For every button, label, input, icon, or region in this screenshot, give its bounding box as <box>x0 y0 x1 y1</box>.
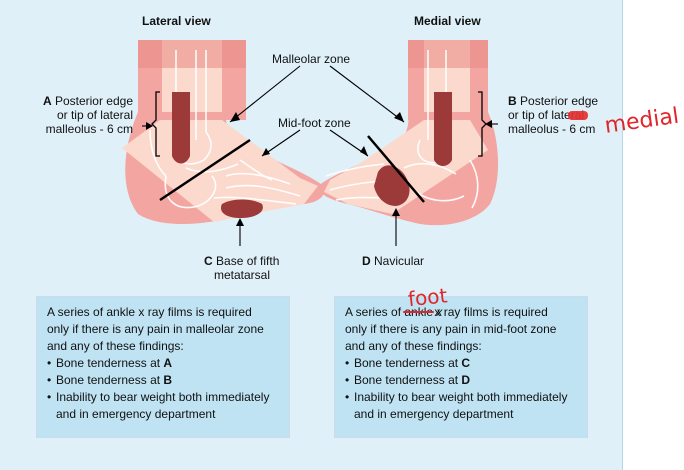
box-left-bullet-2-text: Bone tenderness at <box>56 373 161 387</box>
arrowhead-a <box>146 122 153 130</box>
point-b-text-2-inner: or tip of lateral <box>508 108 585 122</box>
box-right-intro-3: and any of these findings: <box>345 339 482 353</box>
box-right-bullet-3-line-1: Inability to bear weight both immediatel… <box>354 390 568 404</box>
point-b-line-3: malleolus - 6 cm <box>508 122 596 136</box>
box-right-struck-word: ankle <box>403 304 435 321</box>
point-a-line-2: or tip of lateral <box>56 108 133 122</box>
arrowhead-b <box>485 120 492 128</box>
point-a-line-1: A Posterior edge <box>8 94 133 108</box>
lateral-leg-dark-band <box>138 40 246 68</box>
point-d-label: D Navicular <box>362 254 424 268</box>
box-right-bullet-3-line-2: and in emergency department <box>354 407 514 421</box>
point-d-text: Navicular <box>374 254 425 268</box>
point-b-text-2: or tip of lateral <box>508 108 589 122</box>
point-a-letter: A <box>42 94 52 108</box>
malleolar-line-lateral <box>159 138 251 202</box>
arrowhead-midfoot-left <box>262 148 270 156</box>
lateral-foot <box>122 40 325 224</box>
malleolar-line-medial <box>367 135 425 203</box>
box-left-bullet-1: Bone tenderness at A <box>47 355 279 372</box>
arrowhead-d <box>392 208 400 216</box>
point-b-line-1: B Posterior edge <box>508 94 620 108</box>
box-right-bullets: Bone tenderness at C Bone tenderness at … <box>345 355 577 423</box>
box-right-intro-1: A series of ankle xx ray films is requir… <box>345 304 577 321</box>
strike-through-ankle <box>403 311 435 313</box>
arrowhead-malleolar-right <box>394 112 404 122</box>
arrowhead-malleolar-left <box>230 112 240 122</box>
box-right-bullet-1-letter: C <box>461 356 471 370</box>
malleolar-zone-label: Malleolar zone <box>272 52 351 66</box>
box-left-bullet-3: Inability to bear weight both immediatel… <box>47 389 279 423</box>
box-right-bullet-2: Bone tenderness at D <box>345 372 577 389</box>
point-c-line-2: metatarsal <box>214 268 271 282</box>
point-a-label: A Posterior edge or tip of lateral malle… <box>8 94 133 136</box>
zone-b-medial <box>434 92 452 166</box>
box-right-intro-1-post: x ray films is required <box>434 305 548 319</box>
box-left-bullet-2-letter: B <box>163 373 173 387</box>
box-left-intro-1: A series of ankle x ray films is require… <box>47 305 252 319</box>
box-right-x: x <box>436 305 443 319</box>
point-a-text-1: Posterior edge <box>54 94 133 108</box>
point-c-line-1: C Base of fifth <box>204 254 279 268</box>
box-left-bullet-1-letter: A <box>163 356 173 370</box>
medial-foot <box>318 40 499 226</box>
box-right-bullet-1-text: Bone tenderness at <box>354 356 459 370</box>
box-left-bullet-2: Bone tenderness at B <box>47 372 279 389</box>
arrow-malleolar-right <box>329 65 405 123</box>
point-c-letter: C <box>204 254 213 268</box>
box-left-intro-3: and any of these findings: <box>47 339 184 353</box>
box-left-intro-2: only if there is any pain in malleolar z… <box>47 322 264 336</box>
point-b-letter: B <box>508 94 517 108</box>
zone-c <box>220 199 263 218</box>
box-left-bullet-3-line-1: Inability to bear weight both immediatel… <box>56 390 270 404</box>
box-right-intro-2: only if there is any pain in mid-foot zo… <box>345 322 557 336</box>
criteria-box-medial: A series of ankle xx ray films is requir… <box>334 296 588 438</box>
lateral-view-title: Lateral view <box>142 14 211 28</box>
midfoot-zone-label: Mid-foot zone <box>278 116 351 130</box>
box-right-bullet-2-letter: D <box>461 373 471 387</box>
lateral-foot-light-swath <box>122 120 318 222</box>
box-right-bullet-2-text: Bone tenderness at <box>354 373 459 387</box>
point-d-letter: D <box>362 254 371 268</box>
point-c-label: C Base of fifth metatarsal <box>204 254 279 282</box>
box-left-bullets: Bone tenderness at A Bone tenderness at … <box>47 355 279 423</box>
point-b-line-2: or tip of lateral <box>508 108 620 122</box>
arrowhead-c <box>236 218 244 226</box>
medial-view-title: Medial view <box>414 14 481 28</box>
point-c-text-1: Base of fifth <box>216 254 280 268</box>
box-right-intro-1-pre: A series of <box>345 305 402 319</box>
box-left-bullet-3-line-2: and in emergency department <box>56 407 216 421</box>
zone-a-lateral <box>172 92 190 164</box>
box-right-bullet-3: Inability to bear weight both immediatel… <box>345 389 577 423</box>
arrowhead-midfoot-right <box>360 146 368 156</box>
bracket-a <box>151 91 160 157</box>
point-a-line-3: malleolus - 6 cm <box>45 122 133 136</box>
arrow-malleolar-left <box>229 65 301 123</box>
box-left-bullet-1-text: Bone tenderness at <box>56 356 161 370</box>
handwritten-foot: foot <box>407 283 449 311</box>
point-b-text-1: Posterior edge <box>520 94 599 108</box>
handwritten-medial: medial <box>603 104 680 139</box>
box-right-bullet-1: Bone tenderness at C <box>345 355 577 372</box>
scribble-over-lateral <box>568 111 589 120</box>
point-b-label: B Posterior edge or tip of lateral malle… <box>508 94 620 136</box>
criteria-box-lateral: A series of ankle x ray films is require… <box>36 296 290 438</box>
